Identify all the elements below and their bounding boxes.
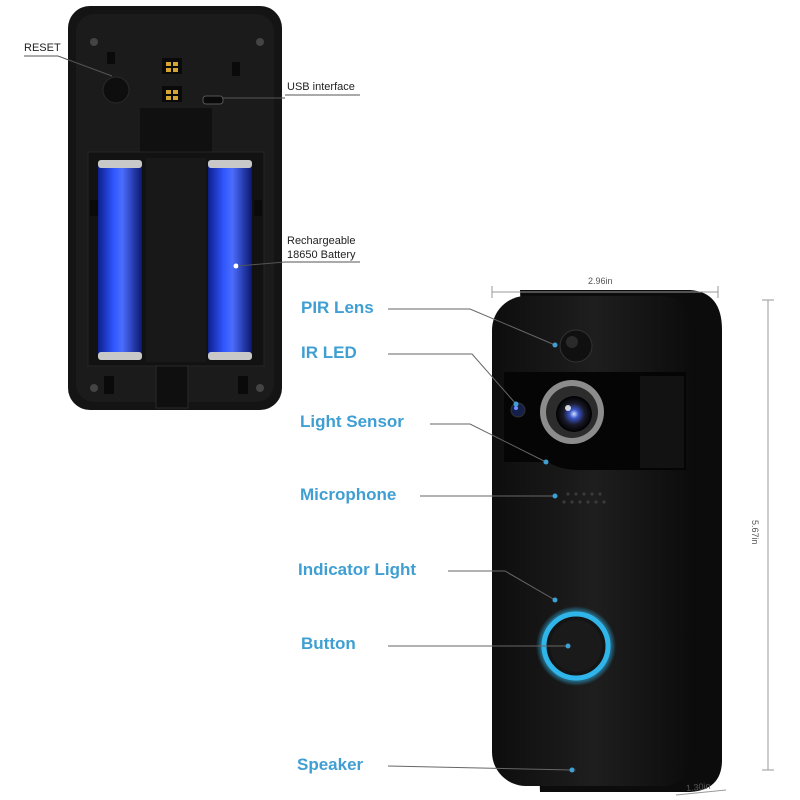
usb-port-icon bbox=[202, 95, 224, 105]
reset-label: RESET bbox=[24, 42, 61, 54]
dimension-lines bbox=[491, 286, 774, 796]
callout-button: Button bbox=[301, 634, 356, 653]
screw-icon bbox=[90, 384, 98, 392]
usb-interface-label: USB interface bbox=[287, 81, 355, 93]
screw-icon bbox=[256, 384, 264, 392]
back-leader-lines bbox=[24, 55, 360, 267]
reset-button-icon bbox=[102, 76, 130, 104]
callout-light-sensor: Light Sensor bbox=[300, 412, 404, 431]
front-device bbox=[492, 290, 722, 792]
screw-icon bbox=[256, 38, 264, 46]
battery-label-line1: Rechargeable bbox=[287, 235, 356, 247]
contact-icon bbox=[162, 86, 182, 102]
callout-speaker: Speaker bbox=[297, 755, 364, 774]
microphone-icon bbox=[562, 492, 606, 504]
callout-microphone: Microphone bbox=[300, 485, 397, 504]
callout-pir-lens: PIR Lens bbox=[301, 298, 374, 317]
height-dimension: 5.67in bbox=[750, 520, 760, 545]
front-leader-dots bbox=[513, 342, 575, 773]
contact-icon bbox=[162, 58, 182, 74]
battery-right bbox=[208, 160, 252, 360]
callout-ir-led: IR LED bbox=[301, 343, 357, 362]
battery-label-line2: 18650 Battery bbox=[287, 249, 356, 261]
front-leader-lines bbox=[387, 308, 573, 771]
callout-indicator-light: Indicator Light bbox=[298, 560, 417, 579]
width-dimension: 2.96in bbox=[588, 276, 613, 286]
battery-left bbox=[98, 160, 142, 360]
screw-icon bbox=[90, 38, 98, 46]
back-device bbox=[68, 6, 282, 410]
